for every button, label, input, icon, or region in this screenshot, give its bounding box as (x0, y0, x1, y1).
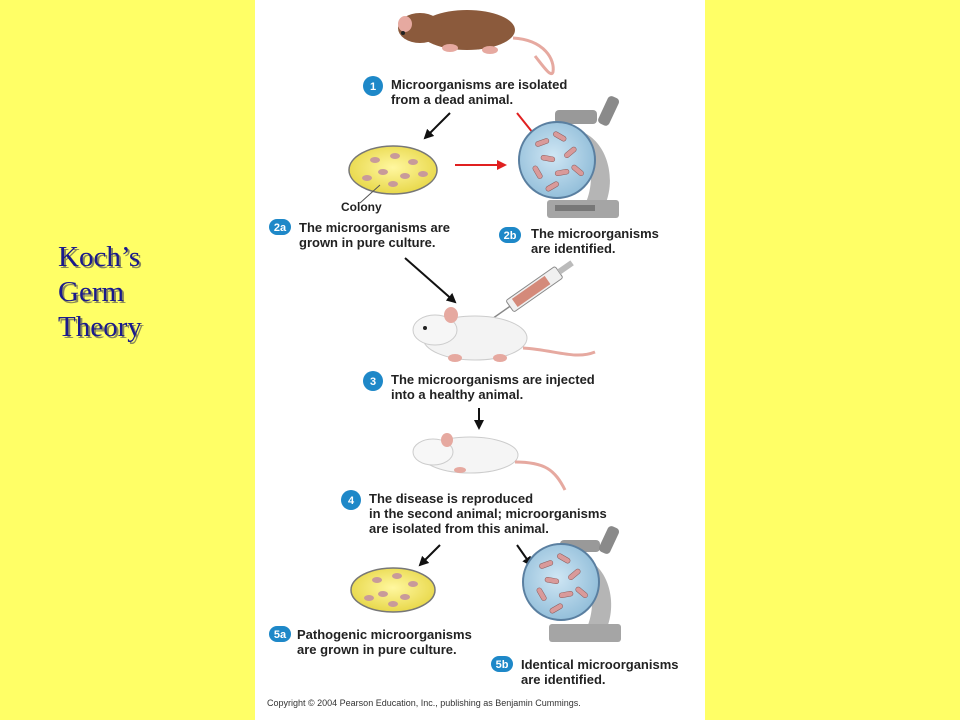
step-3-badge-text: 3 (370, 376, 376, 388)
arrow-to-injection (404, 257, 457, 304)
figure-canvas: 1 Microorganisms are isolated from a dea… (267, 10, 679, 708)
title-line-1: Koch’s (58, 241, 141, 273)
step-4-line-2: in the second animal; microorganisms (369, 506, 607, 521)
step-5a-badge-text: 5a (274, 629, 287, 641)
petri-dish-culture (348, 145, 438, 195)
step-1-badge-text: 1 (370, 81, 376, 93)
step-5b-line-2: are identified. (521, 672, 606, 687)
colony-leader-line (359, 184, 381, 204)
step-3-badge (363, 371, 383, 391)
step-1-line-1: Microorganisms are isolated (391, 77, 567, 92)
step-5b-badge-text: 5b (496, 659, 509, 671)
arrow-to-culture (423, 112, 451, 140)
step-5a-badge (269, 626, 291, 642)
petri-dish-culture-2 (350, 567, 436, 613)
step-5a-line-1: Pathogenic microorganisms (297, 627, 472, 642)
step-2b-line-2: are identified. (531, 241, 616, 256)
step-2b-badge-text: 2b (504, 230, 517, 242)
step-5b-badge (491, 656, 513, 672)
healthy-rat-illustration (412, 307, 596, 362)
step-2a-line-2: grown in pure culture. (299, 235, 436, 250)
step-4-badge (341, 490, 361, 510)
step-2a-badge-text: 2a (274, 222, 287, 234)
slide-title: Koch’s Germ Theory (58, 240, 142, 345)
copyright-notice: Copyright © 2004 Pearson Education, Inc.… (267, 698, 581, 708)
sick-rat-illustration (412, 433, 567, 491)
step-2a-line-1: The microorganisms are (299, 220, 450, 235)
arrow-to-culture-2 (418, 544, 441, 567)
syringe-illustration (476, 260, 574, 330)
step-4-line-3: are isolated from this animal. (369, 521, 549, 536)
step-1-line-2: from a dead animal. (391, 92, 513, 107)
title-line-2: Germ (58, 276, 125, 308)
microscope-top (518, 96, 620, 218)
step-4-badge-text: 4 (348, 495, 355, 507)
step-2a-badge (269, 219, 291, 235)
step-3-line-2: into a healthy animal. (391, 387, 523, 402)
step-5a-line-2: are grown in pure culture. (297, 642, 457, 657)
koch-postulates-figure: 1 Microorganisms are isolated from a dea… (255, 0, 705, 720)
step-2b-badge (499, 227, 521, 243)
microscope-bottom (522, 526, 621, 642)
dead-rat-illustration (398, 10, 555, 75)
step-4-line-1: The disease is reproduced (369, 491, 533, 506)
step-2b-line-1: The microorganisms (531, 226, 659, 241)
colony-label: Colony (341, 200, 382, 214)
step-3-line-1: The microorganisms are injected (391, 372, 595, 387)
step-5b-line-1: Identical microorganisms (521, 657, 679, 672)
step-1-badge (363, 76, 383, 96)
title-line-3: Theory (58, 311, 142, 343)
